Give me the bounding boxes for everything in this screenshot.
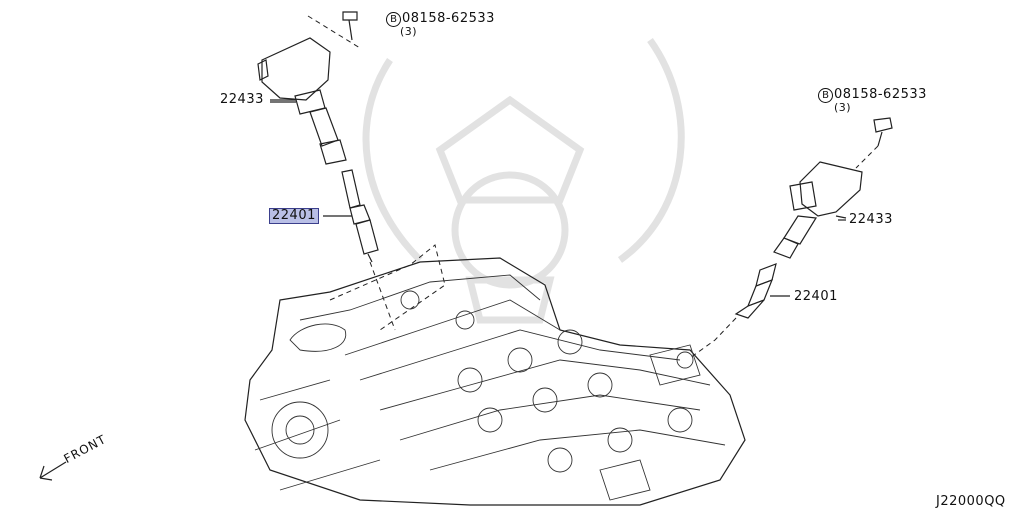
callout-bolt-right[interactable]: 08158-62533 [834, 87, 927, 102]
callout-coil-left[interactable]: 22433 [220, 92, 264, 107]
callout-plug-right[interactable]: 22401 [794, 289, 838, 304]
qty-bolt-top: (3) [400, 25, 418, 38]
callout-bolt-top[interactable]: 08158-62533 [402, 11, 495, 26]
bolt-right[interactable] [855, 117, 893, 169]
qty-bolt-right: (3) [834, 101, 852, 114]
leader-lines [270, 99, 846, 221]
bolt-top[interactable] [307, 11, 361, 49]
bolt-mark-top: B [386, 12, 401, 27]
front-arrow [39, 461, 67, 481]
watermark-logo [362, 37, 685, 324]
engine-block [244, 257, 746, 506]
ignition-coil-right[interactable] [773, 161, 863, 259]
ignition-coil-left[interactable] [257, 37, 347, 165]
bolt-mark-right: B [818, 88, 833, 103]
diagram-code: J22000QQ [936, 494, 1006, 509]
spark-plug-right[interactable] [689, 263, 790, 359]
callout-coil-right[interactable]: 22433 [849, 212, 893, 227]
callout-plug-left[interactable]: 22401 [269, 208, 319, 224]
spark-plug-left[interactable] [323, 169, 396, 331]
